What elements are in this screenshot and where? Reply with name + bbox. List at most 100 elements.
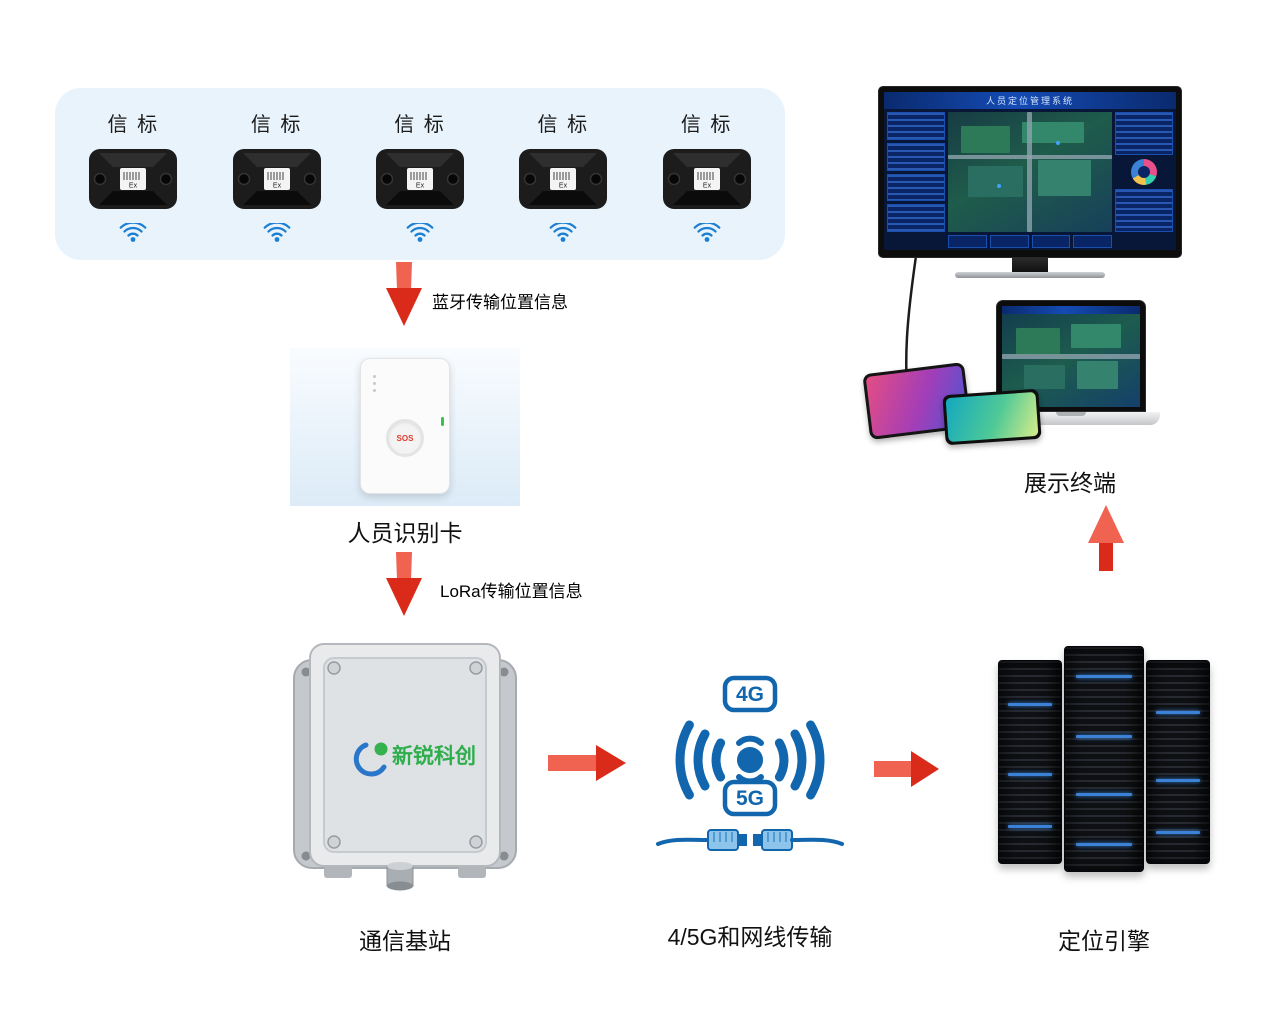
dashboard-title-bar: 人员定位管理系统 xyxy=(884,92,1176,109)
map-block xyxy=(967,166,1024,198)
map-block xyxy=(1021,121,1085,144)
beacon-label: 信 标 xyxy=(107,114,160,136)
map-block xyxy=(961,126,1011,153)
beacon-device-icon: Ex xyxy=(89,149,178,209)
map-block xyxy=(1024,364,1066,389)
wireless-signal-icon xyxy=(549,223,577,242)
server-tower xyxy=(1146,660,1210,864)
map-block xyxy=(1038,160,1091,196)
dashboard-panel xyxy=(887,112,945,140)
server-led xyxy=(1155,711,1201,714)
beacon-device-icon: Ex xyxy=(519,149,608,209)
base-to-network-arrow-icon xyxy=(548,745,626,781)
beacon-0: 信 标 Ex xyxy=(68,88,198,243)
dashboard-title: 人员定位管理系统 xyxy=(985,96,1074,106)
beacon-2: 信 标 Ex xyxy=(355,88,485,243)
sos-button: SOS xyxy=(386,419,424,457)
server-led xyxy=(1075,675,1133,678)
dashboard-panel xyxy=(1073,235,1112,248)
sos-button-label: SOS xyxy=(396,433,414,443)
dashboard-panel xyxy=(887,173,945,202)
server-led xyxy=(1155,779,1201,782)
network-caption: 4/5G和网线传输 xyxy=(667,924,833,950)
ex-mark: Ex xyxy=(416,183,425,190)
badge-5g: 5G xyxy=(736,787,764,810)
beacon-panel: 信 标 Ex 信 标 xyxy=(55,88,785,260)
tablet xyxy=(942,388,1042,446)
server-rack-image xyxy=(998,646,1210,878)
id-card-panel: SOS xyxy=(290,348,520,506)
monitor-base xyxy=(955,272,1105,278)
monitor-frame: 人员定位管理系统 xyxy=(878,86,1182,258)
dashboard-panel xyxy=(887,142,945,171)
lora-transmission-label: LoRa传输位置信息 xyxy=(440,582,583,601)
bluetooth-flow-arrow-icon xyxy=(386,262,422,326)
dashboard-panel xyxy=(1115,189,1173,232)
network-4g5g-icon: 4G 5G xyxy=(656,675,844,851)
map-block xyxy=(1015,328,1060,355)
dashboard-map xyxy=(948,112,1112,232)
base-station-image: 新锐科创 xyxy=(293,643,517,891)
green-led xyxy=(441,417,444,426)
badge-4g: 4G xyxy=(736,683,764,706)
monitor-stand xyxy=(1012,258,1048,272)
monitor-screen: 人员定位管理系统 xyxy=(884,92,1176,250)
tablet-screen xyxy=(945,391,1039,443)
network-to-server-arrow-icon xyxy=(874,751,939,787)
server-tower xyxy=(998,660,1062,864)
dashboard-panel xyxy=(887,204,945,232)
wireless-signal-icon xyxy=(406,223,434,242)
server-led xyxy=(1155,831,1201,834)
id-card-device: SOS xyxy=(360,358,450,494)
ethernet-cable-icon xyxy=(656,829,844,851)
display-terminal-caption: 展示终端 xyxy=(1024,470,1116,496)
ex-mark: Ex xyxy=(559,183,568,190)
server-led xyxy=(1007,825,1053,828)
beacon-device-icon: Ex xyxy=(375,149,464,209)
base-station-caption: 通信基站 xyxy=(359,928,451,954)
server-led xyxy=(1007,703,1053,706)
led-dot xyxy=(373,382,376,385)
server-tower xyxy=(1064,646,1144,872)
map-road xyxy=(1002,354,1140,359)
id-card-caption: 人员识别卡 xyxy=(347,520,463,546)
bluetooth-transmission-label: 蓝牙传输位置信息 xyxy=(432,293,568,312)
beacon-label: 信 标 xyxy=(394,114,446,136)
beacon-label: 信 标 xyxy=(537,114,590,136)
map-road xyxy=(1026,112,1032,232)
map-block xyxy=(1071,324,1121,349)
server-led xyxy=(1075,735,1133,738)
dashboard-right-panels xyxy=(1115,112,1173,232)
dashboard-left-panels xyxy=(887,112,945,232)
beacon-3: 信 标 Ex xyxy=(498,88,628,243)
monitor: 人员定位管理系统 xyxy=(878,86,1182,282)
dashboard-donut-chart xyxy=(1131,159,1157,185)
base-station-logo-text: 新锐科创 xyxy=(392,744,476,768)
dashboard-panel xyxy=(989,235,1029,248)
server-to-display-arrow-icon xyxy=(1088,505,1124,571)
map-marker xyxy=(997,184,1002,188)
beacon-4: 信 标 Ex xyxy=(642,88,772,243)
dashboard-panel xyxy=(1115,112,1173,155)
server-caption: 定位引擎 xyxy=(1058,928,1150,954)
beacon-device-icon: Ex xyxy=(662,149,751,209)
logo-leaf-icon xyxy=(374,742,388,756)
dashboard-panel xyxy=(948,235,987,248)
server-led xyxy=(1007,773,1053,776)
beacon-label: 信 标 xyxy=(680,114,733,136)
beacon-label: 信 标 xyxy=(250,114,303,136)
laptop-notch xyxy=(1056,412,1086,416)
ex-mark: Ex xyxy=(129,183,138,190)
laptop-display xyxy=(1002,306,1140,407)
logo-swirl-icon xyxy=(353,742,387,777)
wireless-signal-icon xyxy=(693,223,720,242)
dashboard-panel xyxy=(1031,235,1071,248)
lora-flow-arrow-icon xyxy=(386,552,422,616)
map-marker xyxy=(1056,140,1061,145)
ex-mark: Ex xyxy=(273,183,282,190)
wireless-signal-icon xyxy=(119,223,147,242)
led-dot xyxy=(373,375,376,378)
beacon-device-icon: Ex xyxy=(232,149,321,209)
map-block xyxy=(1076,360,1118,389)
